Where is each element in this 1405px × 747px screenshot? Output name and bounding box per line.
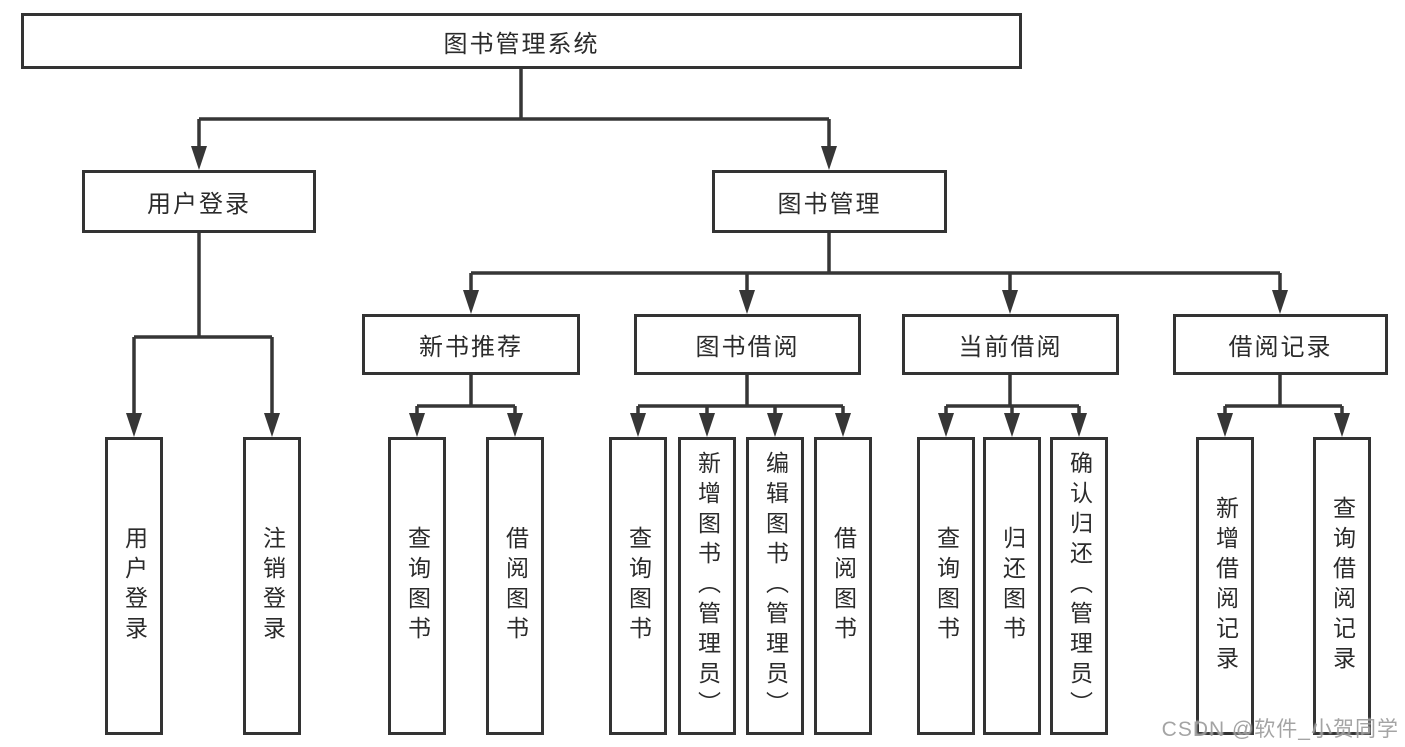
node-query-books-borrow: 查询图书	[609, 437, 667, 735]
leaf-label: 编辑图书（管理员）	[762, 451, 789, 721]
node-user-login-leaf: 用户登录	[105, 437, 163, 735]
node-current-borrowing: 当前借阅	[902, 314, 1119, 375]
node-book-borrowing: 图书借阅	[634, 314, 861, 375]
csdn-watermark: CSDN @软件_小贺同学	[1161, 718, 1399, 741]
leaf-label: 借阅图书	[502, 526, 529, 646]
node-borrowing-records: 借阅记录	[1173, 314, 1388, 375]
leaf-label: 查询图书	[933, 526, 960, 646]
connector-current-borrow-to-children	[938, 375, 1087, 437]
connector-book-mgmt-to-level3	[463, 233, 1288, 314]
connector-new-book-rec-to-children	[409, 375, 523, 437]
node-add-borrow-record: 新增借阅记录	[1196, 437, 1254, 735]
node-query-borrow-record: 查询借阅记录	[1313, 437, 1371, 735]
connector-borrow-records-to-children	[1217, 375, 1350, 437]
node-borrow-books: 借阅图书	[814, 437, 872, 735]
node-book-management-system: 图书管理系统	[21, 13, 1022, 69]
node-user-login: 用户登录	[82, 170, 316, 233]
leaf-label: 查询图书	[404, 526, 431, 646]
leaf-label: 用户登录	[121, 526, 148, 646]
leaf-label: 查询图书	[625, 526, 652, 646]
leaf-label: 归还图书	[999, 526, 1026, 646]
node-book-management: 图书管理	[712, 170, 947, 233]
node-add-books-admin: 新增图书（管理员）	[678, 437, 736, 735]
connector-book-borrow-to-children	[630, 375, 851, 437]
node-return-books: 归还图书	[983, 437, 1041, 735]
node-logout: 注销登录	[243, 437, 301, 735]
node-query-books-newbook: 查询图书	[388, 437, 446, 735]
connector-root-to-level2	[191, 69, 837, 170]
connector-user-login-to-children	[126, 233, 280, 437]
leaf-label: 新增图书（管理员）	[694, 451, 721, 721]
node-edit-books-admin: 编辑图书（管理员）	[746, 437, 804, 735]
leaf-label: 查询借阅记录	[1329, 496, 1356, 676]
leaf-label: 新增借阅记录	[1212, 496, 1239, 676]
leaf-label: 借阅图书	[830, 526, 857, 646]
node-query-books-current: 查询图书	[917, 437, 975, 735]
node-new-book-recommendation: 新书推荐	[362, 314, 580, 375]
leaf-label: 注销登录	[259, 526, 286, 646]
leaf-label: 确认归还（管理员）	[1066, 451, 1093, 721]
node-borrow-books-newbook: 借阅图书	[486, 437, 544, 735]
node-confirm-return-admin: 确认归还（管理员）	[1050, 437, 1108, 735]
